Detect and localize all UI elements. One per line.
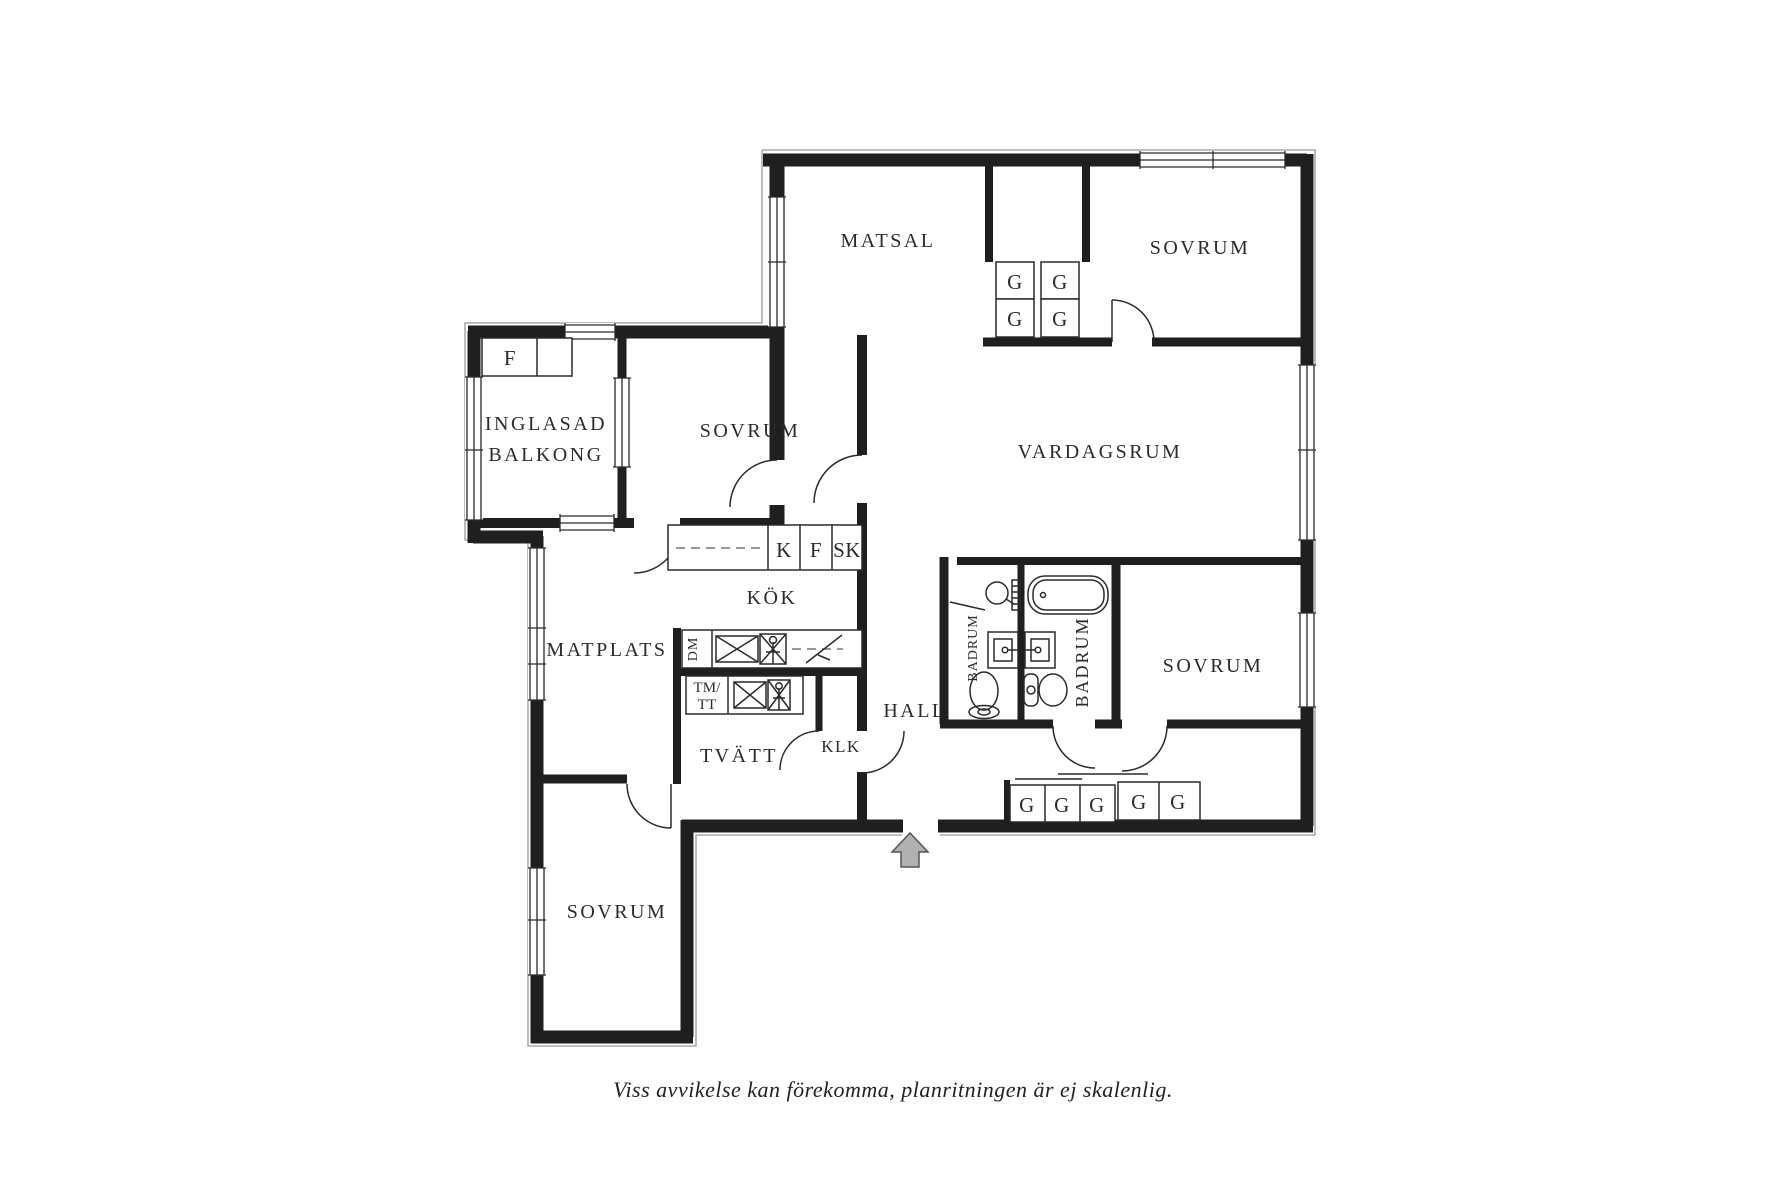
shower-icon (949, 579, 1021, 611)
window-matplats (528, 547, 546, 701)
closet-g-top: G G G G (995, 261, 1080, 338)
room-label-klk: KLK (821, 737, 860, 756)
doors (626, 299, 1168, 829)
stove-icon (805, 634, 843, 664)
window-vardagsrum (1298, 364, 1316, 541)
windows (465, 151, 1316, 976)
counter-dm: DM (681, 629, 863, 669)
door-arc-tvatt (779, 730, 820, 771)
room-label-sovrum-3: SOVRUM (1163, 655, 1264, 677)
room-label-vardagsrum: VARDAGSRUM (1018, 441, 1183, 463)
closet-g-label: G (1007, 307, 1023, 331)
cabinet-f: F (481, 337, 573, 377)
window-matsal (768, 196, 786, 328)
dm-label: DM (686, 637, 701, 662)
counter-k-label: K (776, 538, 792, 562)
disclaimer-caption: Viss avvikelse kan förekomma, planritnin… (613, 1077, 1173, 1102)
room-label-sovrum-4: SOVRUM (567, 901, 668, 923)
entrance-arrow-icon (890, 831, 930, 868)
door-arc-klk (861, 730, 905, 774)
door-arc-kok (813, 454, 863, 504)
closet-g-label: G (1131, 790, 1147, 814)
room-label-sovrum-2: SOVRUM (700, 420, 801, 442)
counter-kfsk: K F SK (667, 524, 863, 571)
room-label-tvatt: TVÄTT (700, 744, 778, 767)
room-label-balkong: BALKONG (488, 444, 603, 466)
sink-icon (715, 633, 787, 665)
bathtub-icon (1027, 575, 1109, 615)
sink-icon (733, 679, 791, 711)
room-label-matplats: MATPLATS (546, 639, 667, 661)
sink-icon (1024, 631, 1056, 669)
closet-g-label: G (1089, 793, 1105, 817)
closet-g-label: G (1052, 270, 1068, 294)
window-balkong-sovrum (613, 377, 631, 468)
room-label-badrum-large: BADRUM (1072, 616, 1092, 707)
door-arc-sovrum2 (729, 459, 778, 508)
cabinets: F G G G G G G G G G (481, 261, 1201, 823)
window-sovrum3 (1298, 612, 1316, 708)
room-label-inglasad: INGLASAD (485, 413, 607, 435)
window-balkong-bottom (559, 514, 615, 532)
cabinet-f-label: F (504, 346, 516, 370)
door-arc-badrum (1052, 725, 1096, 769)
sink-icon (987, 631, 1019, 669)
room-label-badrum-small: BADRUM (966, 614, 981, 681)
window-sovrum4 (528, 867, 546, 976)
closet-g-label: G (1170, 790, 1186, 814)
counter-tmtt: TM/ TT (685, 675, 804, 715)
bathroom-fixtures (949, 575, 1109, 720)
window-sovrum1 (1139, 151, 1286, 169)
tmtt-label: TT (698, 697, 717, 713)
room-label-matsal: MATSAL (840, 230, 935, 252)
door-arc-sovrum4 (626, 783, 672, 829)
door-arc-sovrum3 (1121, 725, 1168, 772)
toilet-icon (968, 671, 1000, 720)
room-label-kok: KÖK (747, 586, 798, 609)
closet-g-label: G (1052, 307, 1068, 331)
room-label-hall: HALL (883, 700, 946, 722)
kitchen-counters: K F SK DM TM/ (667, 524, 863, 715)
toilet-icon (1023, 673, 1068, 707)
window-balkong-top (564, 323, 616, 341)
closet-g-label: G (1007, 270, 1023, 294)
counter-f-label: F (810, 538, 822, 562)
door-arc-sovrum1 (1111, 299, 1155, 343)
counter-sk-label: SK (833, 538, 861, 562)
closet-g-label: G (1019, 793, 1035, 817)
tmtt-label: TM/ (693, 680, 721, 696)
closet-g-row: G G G G G (1009, 773, 1201, 823)
closet-g-label: G (1054, 793, 1070, 817)
window-balkong-left (465, 376, 483, 521)
room-labels: MATSAL SOVRUM SOVRUM VARDAGSRUM INGLASAD… (485, 230, 1264, 923)
room-label-sovrum-1: SOVRUM (1150, 237, 1251, 259)
